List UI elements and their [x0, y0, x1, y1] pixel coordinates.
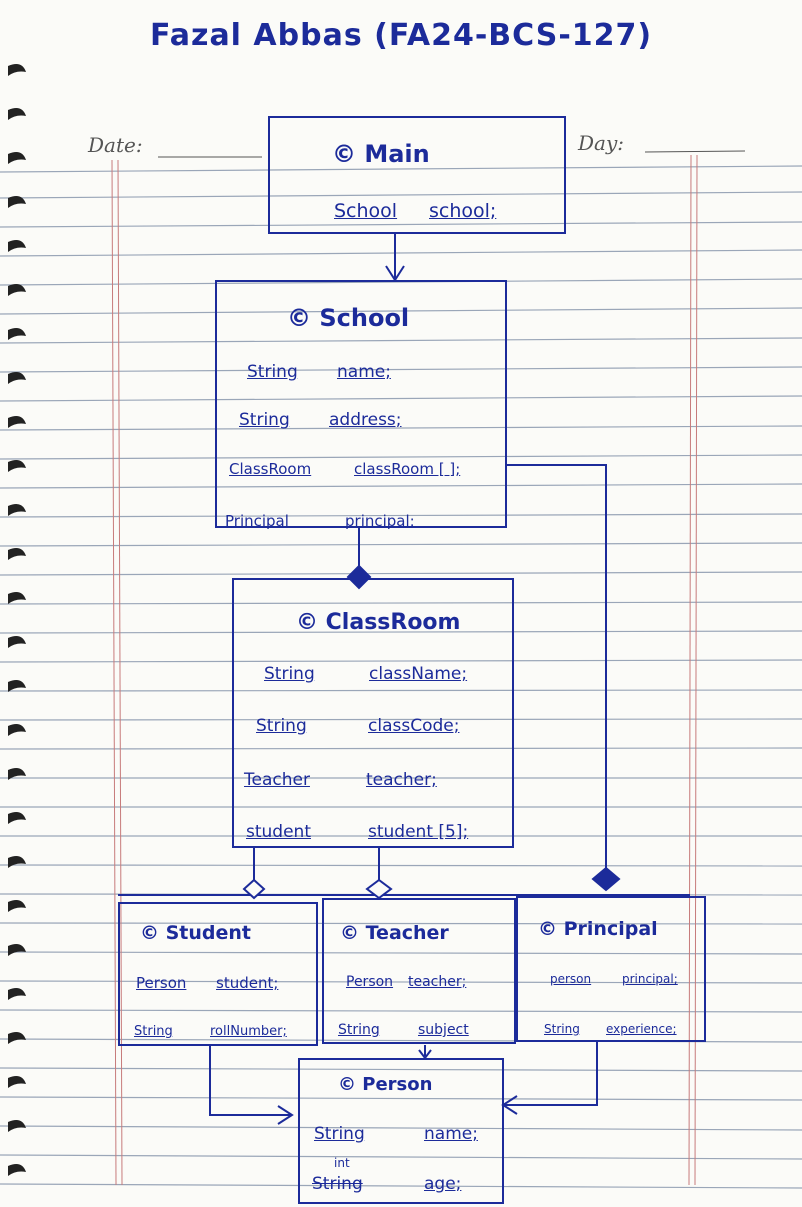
principal-composition-diamond — [591, 866, 621, 892]
school-principal-line — [506, 464, 607, 870]
attribute-name: principal; — [345, 512, 415, 530]
attribute-row: String rollNumber; — [134, 1024, 287, 1039]
attribute-name: student [5]; — [368, 822, 469, 842]
attribute-name: teacher; — [366, 770, 437, 790]
attribute-row: School school; — [334, 200, 496, 222]
attribute-type: person — [550, 972, 592, 986]
attribute-row: Teacher teacher; — [244, 770, 437, 790]
class-title-classroom: © ClassRoom — [296, 610, 461, 635]
attribute-name: age; — [424, 1174, 462, 1194]
attribute-type: String — [239, 410, 290, 430]
class-title-school: © School — [287, 304, 410, 332]
attribute-row: String name; — [314, 1124, 478, 1144]
class-box-classroom: © ClassRoom String className; String cla… — [232, 578, 514, 848]
attribute-name: className; — [369, 664, 468, 684]
attribute-name: classCode; — [368, 716, 460, 736]
classroom-composition-diamond — [346, 564, 372, 590]
class-box-teacher: © Teacher Person teacher; String subject — [322, 898, 516, 1044]
class-box-principal: © Principal person principal; String exp… — [516, 896, 706, 1042]
attribute-type: String — [314, 1124, 365, 1144]
attribute-row: String experience; — [544, 1022, 677, 1036]
attribute-type: String — [256, 716, 307, 736]
attribute-name: teacher; — [408, 974, 467, 990]
attribute-row: String className; — [264, 664, 467, 684]
attribute-type: String — [544, 1022, 580, 1036]
class-title-student: © Student — [140, 922, 252, 944]
principal-person-line — [505, 1042, 598, 1106]
attribute-name: subject — [418, 1022, 469, 1038]
attribute-name: school; — [429, 200, 497, 222]
attribute-row: Person teacher; — [346, 974, 466, 990]
attribute-type: Teacher — [244, 770, 310, 790]
class-box-school: © School String name; String address; Cl… — [215, 280, 507, 530]
date-label: Date: — [88, 133, 143, 157]
day-label: Day: — [578, 131, 624, 155]
attribute-row: person principal; — [550, 972, 678, 986]
attribute-type: Person — [346, 974, 394, 990]
student-aggregation-diamond — [242, 878, 266, 900]
attribute-type: student — [246, 822, 311, 842]
attribute-type: String — [134, 1024, 173, 1039]
attribute-name: address; — [329, 410, 402, 430]
attribute-row: ClassRoom classRoom [ ]; — [229, 460, 460, 478]
class-title-person: © Person — [338, 1074, 433, 1095]
class-title-teacher: © Teacher — [340, 922, 449, 944]
attribute-row: String name; — [247, 362, 391, 382]
attribute-name: name; — [424, 1124, 478, 1144]
attribute-name: student; — [216, 974, 279, 992]
class-box-person: © Person String name; int String age; — [298, 1058, 504, 1204]
attribute-row: student student [5]; — [246, 822, 468, 842]
attribute-name: classRoom [ ]; — [354, 460, 461, 478]
attribute-type: String — [312, 1174, 363, 1194]
attribute-row: String age; — [312, 1174, 461, 1194]
attribute-row: Person student; — [136, 974, 278, 992]
type-correction: int — [334, 1156, 350, 1170]
attribute-type: School — [334, 200, 398, 222]
attribute-type: String — [247, 362, 298, 382]
attribute-type: Principal — [225, 512, 289, 530]
attribute-name: name; — [337, 362, 391, 382]
attribute-name: rollNumber; — [210, 1024, 287, 1039]
class-box-main: © Main School school; — [268, 116, 566, 234]
class-title-main: © Main — [332, 140, 430, 168]
attribute-type: String — [338, 1022, 380, 1038]
attribute-row: Principal principal; — [225, 512, 415, 530]
attribute-row: String classCode; — [256, 716, 459, 736]
attribute-type: Person — [136, 974, 187, 992]
attribute-row: String subject — [338, 1022, 469, 1038]
class-box-student: © Student Person student; String rollNum… — [118, 902, 318, 1046]
class-title-principal: © Principal — [538, 918, 658, 940]
author-title: Fazal Abbas (FA24-BCS-127) — [150, 18, 653, 53]
attribute-name: principal; — [622, 972, 678, 986]
attribute-name: experience; — [606, 1022, 677, 1036]
student-person-line — [209, 1045, 290, 1116]
attribute-type: ClassRoom — [229, 460, 312, 478]
attribute-type: String — [264, 664, 315, 684]
attribute-row: String address; — [239, 410, 402, 430]
student-person-arrowhead — [277, 1105, 294, 1125]
